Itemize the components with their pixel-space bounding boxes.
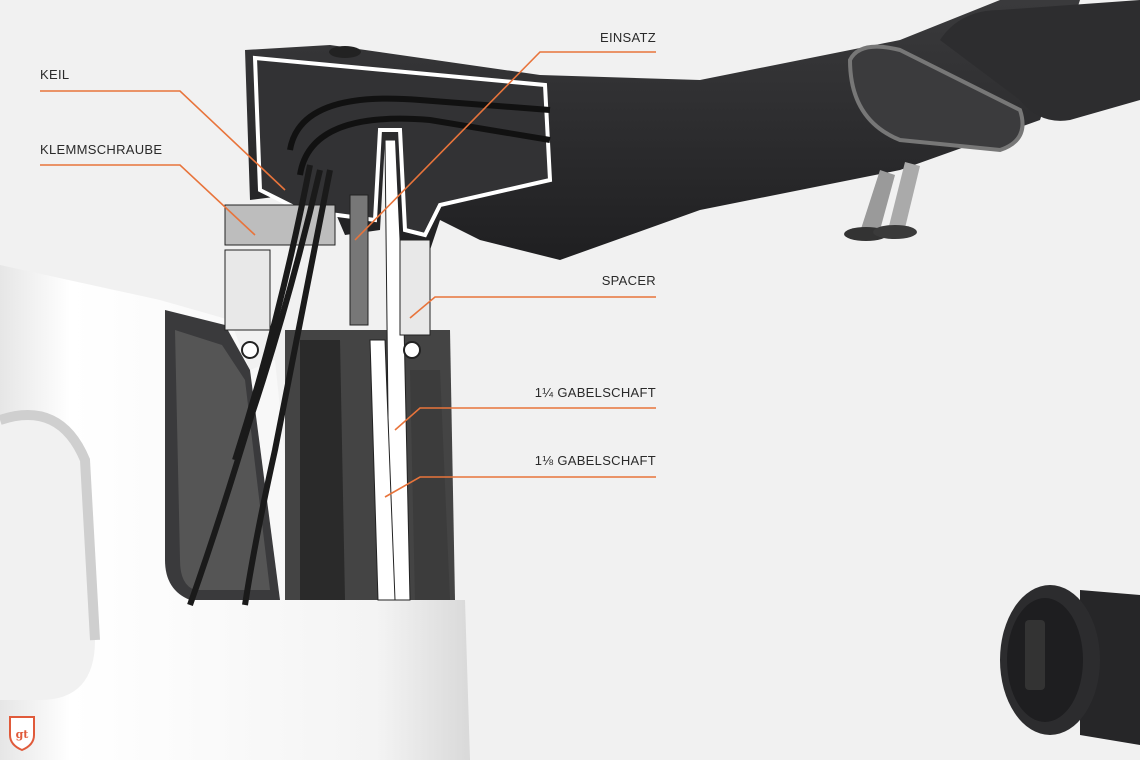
leader-einsatz (354, 51, 656, 241)
handlebar (844, 0, 1140, 241)
bar-end (1000, 585, 1140, 745)
label-spacer: SPACER (601, 273, 656, 288)
label-keil: KEIL (40, 67, 70, 82)
leader-klemmschraube (40, 164, 256, 236)
label-gabelschaft-114: 1¼ GABELSCHAFT (534, 385, 656, 400)
label-klemmschraube: KLEMMSCHRAUBE (40, 142, 163, 157)
leader-keil (40, 90, 286, 191)
fork-steerer (285, 139, 455, 601)
label-einsatz: EINSATZ (599, 30, 656, 45)
label-gabelschaft-118: 1⅛ GABELSCHAFT (534, 453, 656, 468)
clamp-bolt (224, 194, 431, 359)
logo: gt (9, 716, 35, 752)
cables (187, 164, 333, 606)
leader-gabelschaft-118 (384, 476, 656, 498)
leader-gabelschaft-114 (394, 407, 656, 431)
leader-spacer (409, 296, 656, 319)
leader-lines (40, 51, 656, 498)
svg-text:gt: gt (16, 728, 30, 741)
frame (0, 265, 470, 760)
